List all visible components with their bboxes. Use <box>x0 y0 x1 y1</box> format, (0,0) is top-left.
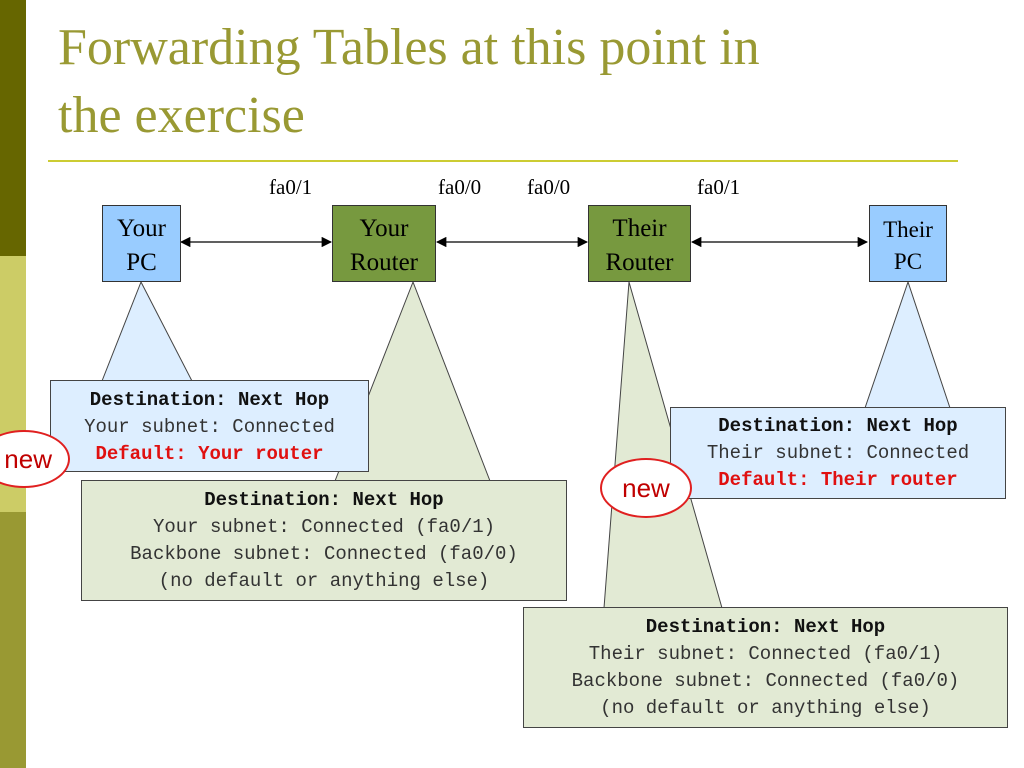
table-their-router-row-2: Backbone subnet: Connected (fa0/0) <box>571 670 960 692</box>
table-your-pc-default-row: Default: Your router <box>95 443 324 465</box>
node-your-router-line-1: Your <box>359 215 409 242</box>
node-their-router-line-1: Their <box>612 215 667 242</box>
table-your-pc-header: Destination: Next Hop <box>89 389 330 411</box>
label-their-router-fa0-1: fa0/1 <box>697 175 741 199</box>
table-your-router: Destination: Next Hop Your subnet: Conne… <box>81 480 567 601</box>
table-their-router-row-1: Their subnet: Connected (fa0/1) <box>588 643 943 665</box>
node-your-pc-line-2: PC <box>126 249 157 276</box>
table-your-router-row-2: Backbone subnet: Connected (fa0/0) <box>130 543 518 565</box>
table-their-router-header: Destination: Next Hop <box>645 616 886 638</box>
table-your-pc-row-1: Your subnet: Connected <box>84 416 335 438</box>
label-your-router-fa0-1: fa0/1 <box>269 175 313 199</box>
slide-title-line-1: Forwarding Tables at this point in <box>58 19 760 76</box>
their-pc-callout-pointer <box>864 280 951 409</box>
node-your-pc-line-1: Your <box>117 215 166 242</box>
side-bar-dark-segment <box>0 0 26 256</box>
node-their-router: Their Router <box>588 205 691 282</box>
table-their-pc-row-1: Their subnet: Connected <box>706 442 970 464</box>
node-your-router-line-2: Router <box>349 249 419 276</box>
slide-title-line-2: the exercise <box>58 87 305 144</box>
table-their-pc-header: Destination: Next Hop <box>718 415 958 437</box>
node-your-router: Your Router <box>332 205 436 282</box>
table-your-pc: Destination: Next Hop Your subnet: Conne… <box>50 380 369 472</box>
table-their-pc: Destination: Next Hop Their subnet: Conn… <box>670 407 1006 499</box>
node-your-pc: Your PC <box>102 205 181 282</box>
title-divider <box>48 160 958 162</box>
table-their-router-row-3: (no default or anything else) <box>600 697 931 719</box>
table-your-router-row-3: (no default or anything else) <box>158 570 490 592</box>
table-their-pc-default-row: Default: Their router <box>718 469 958 491</box>
node-their-pc-line-1: Their <box>883 217 933 242</box>
label-your-router-fa0-0: fa0/0 <box>438 175 482 199</box>
label-their-router-fa0-0: fa0/0 <box>527 175 571 199</box>
table-their-router: Destination: Next Hop Their subnet: Conn… <box>523 607 1008 728</box>
node-their-pc-line-2: PC <box>893 249 923 274</box>
new-badge-right: new <box>600 458 692 518</box>
table-your-router-row-1: Your subnet: Connected (fa0/1) <box>152 516 496 538</box>
your-pc-callout-pointer <box>101 280 193 382</box>
slide-title: Forwarding Tables at this point in the e… <box>58 14 978 150</box>
node-their-router-line-2: Router <box>605 249 674 276</box>
node-their-pc: Their PC <box>869 205 947 282</box>
table-your-router-header: Destination: Next Hop <box>204 489 444 511</box>
